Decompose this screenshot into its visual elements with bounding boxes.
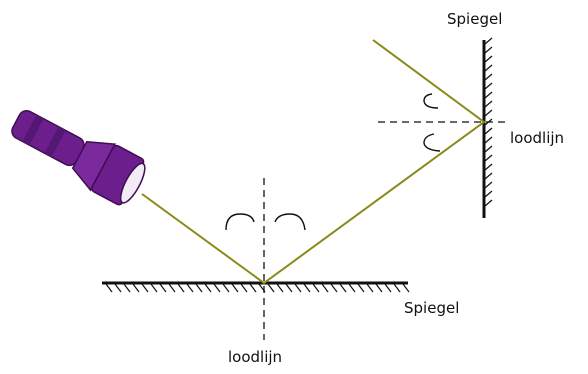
mirror-hatch-mark <box>484 55 493 63</box>
mirror-hatch-mark <box>484 190 493 198</box>
bottom-mirror <box>102 281 410 293</box>
mirror-hatch-mark <box>294 283 302 293</box>
mirror-hatch-mark <box>150 283 158 293</box>
angle-marks-right <box>423 93 441 152</box>
mirror-hatch-mark <box>132 283 140 293</box>
mirror-hatch-mark <box>123 283 131 293</box>
mirror-hatch-mark <box>177 283 185 293</box>
mirror-hatch-mark <box>484 136 493 144</box>
mirror-hatch-mark <box>285 283 293 293</box>
mirror-hatch-mark <box>484 154 493 162</box>
mirror-hatch-mark <box>276 283 284 293</box>
mirror-hatch-mark <box>484 46 493 54</box>
mirror-hatch-mark <box>312 283 320 293</box>
mirror-hatch-mark <box>366 283 374 293</box>
mirror-hatch-mark <box>484 91 493 99</box>
mirror-hatch-mark <box>159 283 167 293</box>
mirror-hatch-mark <box>267 283 275 293</box>
mirror-hatch-mark <box>321 283 329 293</box>
mirror-hatch-mark <box>213 283 221 293</box>
angle-marks-bottom <box>225 213 306 231</box>
mirror-hatch-mark <box>384 283 392 293</box>
mirror-hatch-mark <box>375 283 383 293</box>
mirror-hatch-mark <box>484 82 493 90</box>
mirror-hatch-mark <box>240 283 248 293</box>
mirror-hatch-mark <box>231 283 239 293</box>
mirror-hatch-mark <box>484 100 493 108</box>
normal-label-bottom: loodlijn <box>228 348 282 366</box>
mirror-hatch-mark <box>186 283 194 293</box>
flashlight-icon <box>11 109 146 206</box>
mirror-hatch-mark <box>393 283 401 293</box>
mirror-hatch-mark <box>195 283 203 293</box>
mirror-hatch-mark <box>484 199 493 207</box>
mirror-hatch-mark <box>339 283 347 293</box>
mirror-hatch-mark <box>402 283 410 293</box>
mirror-hatch-mark <box>204 283 212 293</box>
mirror-label-bottom: Spiegel <box>404 299 459 317</box>
mirror-hatch-mark <box>105 283 113 293</box>
mirror-hatch-mark <box>222 283 230 293</box>
mirror-hatch-mark <box>249 283 257 293</box>
right-mirror <box>482 37 493 218</box>
mirror-label-right: Spiegel <box>447 10 502 28</box>
mirror-hatch-mark <box>357 283 365 293</box>
mirror-hatch-mark <box>141 283 149 293</box>
mirror-hatch-mark <box>484 127 493 135</box>
mirror-hatch-mark <box>484 64 493 72</box>
mirror-hatch-mark <box>114 283 122 293</box>
mirror-hatch-mark <box>484 172 493 180</box>
mirror-hatch-mark <box>484 163 493 171</box>
normal-label-right: loodlijn <box>510 129 564 147</box>
mirror-hatch-mark <box>330 283 338 293</box>
mirror-hatch-mark <box>484 181 493 189</box>
mirror-hatch-mark <box>484 145 493 153</box>
mirror-hatch-mark <box>484 37 493 45</box>
mirror-hatch-mark <box>303 283 311 293</box>
mirror-hatch-mark <box>168 283 176 293</box>
mirror-hatch-mark <box>484 109 493 117</box>
light-ray <box>141 39 486 285</box>
mirror-hatch-mark <box>348 283 356 293</box>
mirror-hatch-mark <box>484 73 493 81</box>
